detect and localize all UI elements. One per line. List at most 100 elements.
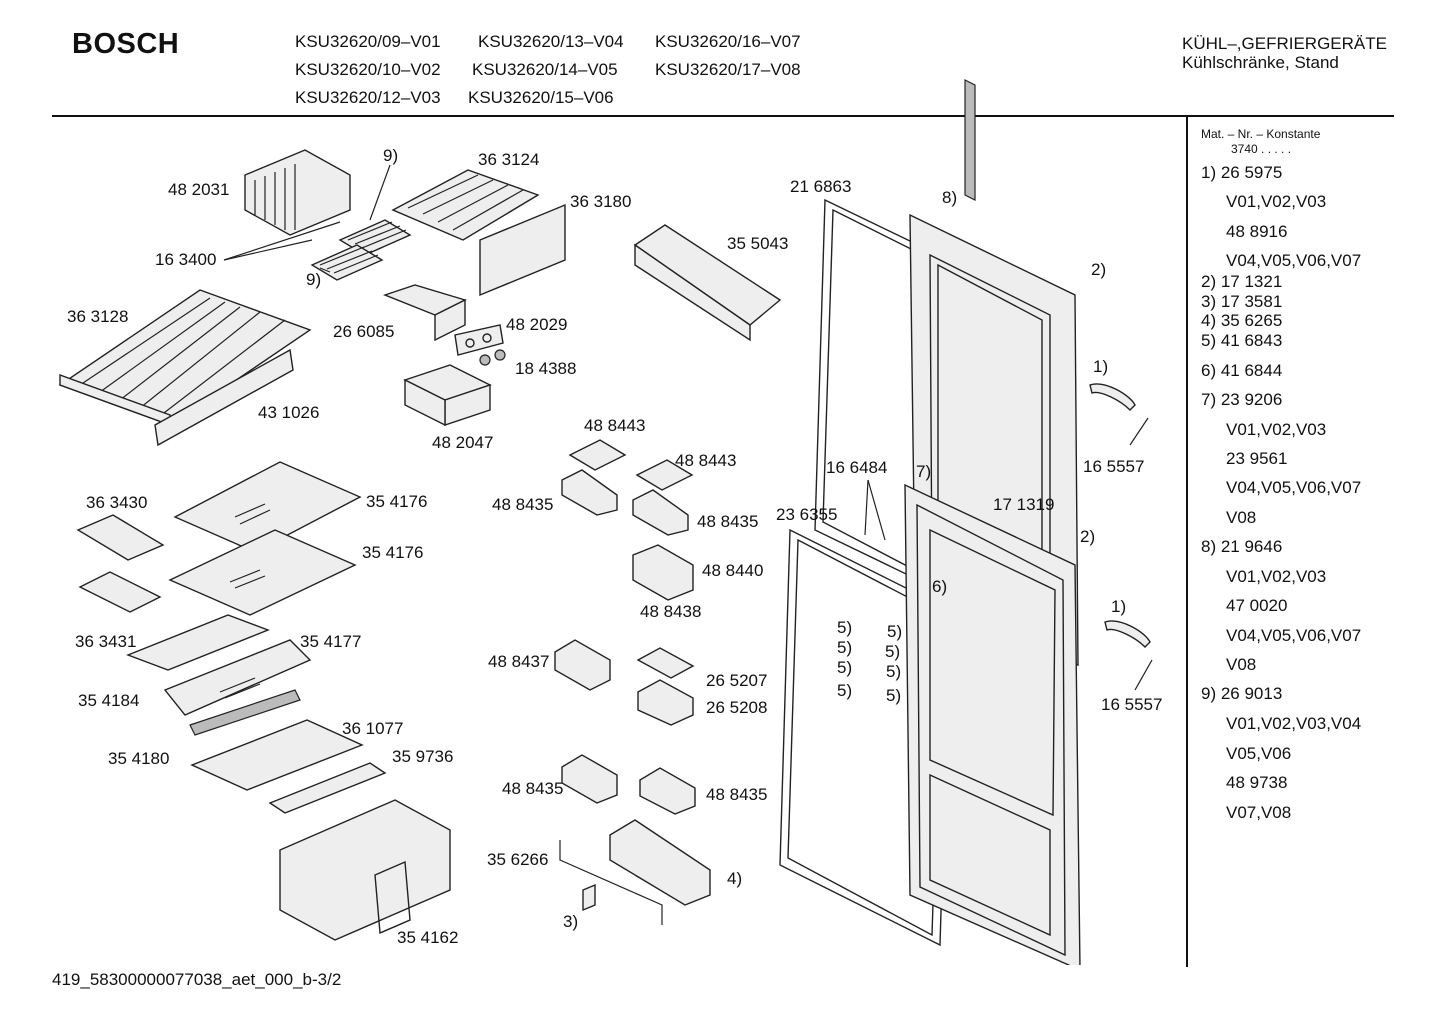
part-drawing: [1104, 620, 1151, 648]
part-drawing: [403, 364, 492, 427]
part-label: 48 8437: [488, 652, 550, 671]
part-label: 5): [837, 618, 853, 637]
legend-row: 2) 17 1321: [1201, 272, 1283, 291]
part-label: 35 9736: [392, 747, 454, 766]
part-label: 16 5557: [1083, 457, 1145, 476]
part-label: 7): [916, 462, 932, 481]
part-drawing: [279, 799, 451, 941]
part-label: 26 5208: [706, 698, 768, 717]
part-label: 3): [563, 912, 579, 931]
part-drawing: [154, 348, 294, 447]
part-label: 35 4162: [397, 928, 459, 947]
part-label: 36 3124: [478, 150, 540, 169]
part-label: 43 1026: [258, 403, 320, 422]
part-label: 35 6266: [487, 850, 549, 869]
legend-row: 7) 23 9206: [1201, 390, 1283, 409]
part-drawing: [163, 639, 312, 716]
part-label: 5): [885, 642, 901, 661]
part-drawing: [382, 284, 467, 342]
part-drawing: [173, 461, 362, 553]
part-label: 5): [837, 681, 853, 700]
model-number: KSU32620/16–V07: [655, 32, 801, 51]
part-label: 35 4176: [362, 543, 424, 562]
legend-row: V04,V05,V06,V07: [1226, 478, 1362, 497]
document-id: 419_58300000077038_aet_000_b-3/2: [52, 970, 342, 989]
part-drawing: [582, 883, 596, 912]
part-label: 9): [306, 270, 322, 289]
part-label: 2): [1080, 527, 1096, 546]
model-number: KSU32620/09–V01: [295, 32, 441, 51]
part-label: 16 3400: [155, 250, 217, 269]
legend-row: V07,V08: [1226, 803, 1292, 822]
legend-row: V05,V06: [1226, 744, 1292, 763]
legend-row: 47 0020: [1226, 596, 1288, 615]
part-label: 48 2029: [506, 315, 568, 334]
part-drawing: [78, 571, 162, 613]
part-label: 17 1319: [993, 495, 1055, 514]
part-drawing: [635, 459, 694, 491]
part-label: 5): [886, 686, 902, 705]
part-drawing: [58, 289, 312, 426]
legend-row: 4) 35 6265: [1201, 311, 1283, 330]
part-drawing: [190, 719, 364, 791]
part-drawing: [454, 324, 506, 366]
part-label: 48 8435: [492, 495, 554, 514]
legend-row: V08: [1226, 655, 1257, 674]
model-number: KSU32620/17–V08: [655, 60, 801, 79]
part-drawing: [637, 679, 694, 726]
part-label: 48 8438: [640, 602, 702, 621]
part-label: 48 2047: [432, 433, 494, 452]
part-drawing: [168, 529, 357, 616]
part-label: 8): [942, 188, 958, 207]
legend-row: 23 9561: [1226, 449, 1288, 468]
legend-row: 9) 26 9013: [1201, 684, 1283, 703]
part-label: 36 3430: [86, 493, 148, 512]
brand-logo: BOSCH: [72, 28, 180, 60]
part-label: 2): [1091, 260, 1107, 279]
legend-row: 1) 26 5975: [1201, 163, 1283, 182]
legend-row: V04,V05,V06,V07: [1226, 626, 1362, 645]
exploded-parts-diagram: [58, 79, 1153, 965]
part-label: 5): [837, 638, 853, 657]
part-label: 36 1077: [342, 719, 404, 738]
part-drawing: [561, 754, 618, 804]
part-drawing: [244, 149, 351, 236]
legend-header: Mat. – Nr. – Konstante: [1201, 127, 1321, 141]
part-drawing: [639, 767, 696, 815]
part-label: 26 5207: [706, 671, 768, 690]
part-label: 35 4177: [300, 632, 362, 651]
legend-row: V01,V02,V03: [1226, 192, 1327, 211]
part-label: 1): [1111, 597, 1127, 616]
part-label: 35 4184: [78, 691, 140, 710]
part-drawing: [126, 614, 270, 671]
part-label: 48 8435: [706, 785, 768, 804]
model-number: KSU32620/15–V06: [468, 88, 614, 107]
part-label: 48 2031: [168, 180, 230, 199]
part-label: 26 6085: [333, 322, 395, 341]
part-label: 23 6355: [776, 505, 838, 524]
part-label: 4): [727, 869, 743, 888]
part-label: 48 8443: [584, 416, 646, 435]
part-drawing: [632, 489, 689, 536]
part-drawing: [904, 79, 1081, 965]
part-label: 5): [886, 662, 902, 681]
part-label: 36 3128: [67, 307, 129, 326]
part-drawing: [636, 647, 695, 679]
category-title: KÜHL–,GEFRIERGERÄTE: [1182, 34, 1387, 53]
part-drawing: [632, 544, 694, 601]
legend-row: V08: [1226, 508, 1257, 527]
part-label: 35 5043: [727, 234, 789, 253]
part-drawing: [479, 203, 566, 297]
part-label: 48 8435: [502, 779, 564, 798]
legend-constant: 3740 . . . . .: [1231, 142, 1292, 156]
legend-row: V01,V02,V03,V04: [1226, 714, 1362, 733]
part-label: 48 8443: [675, 451, 737, 470]
part-drawing: [76, 514, 165, 561]
part-drawing: [779, 528, 951, 947]
legend-row: V01,V02,V03: [1226, 420, 1327, 439]
part-drawing: [268, 762, 387, 814]
legend-row: 48 9738: [1226, 773, 1288, 792]
part-label: 36 3431: [75, 632, 137, 651]
part-drawing: [568, 439, 627, 471]
part-drawing: [189, 689, 301, 736]
